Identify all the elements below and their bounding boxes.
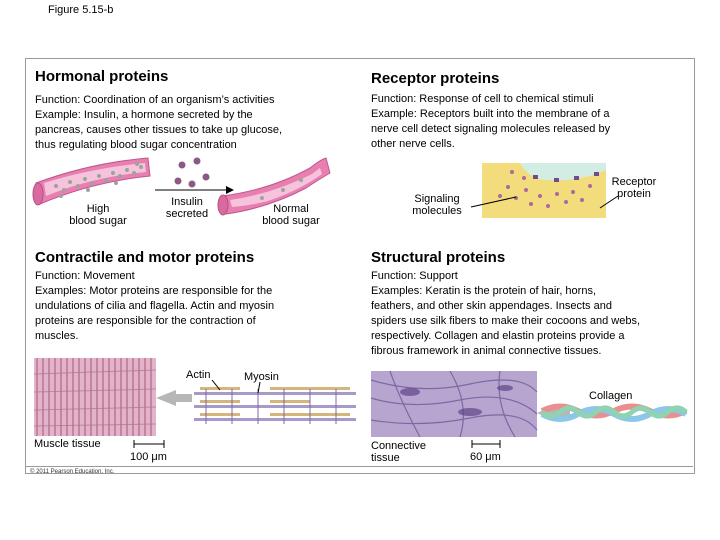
structural-example-line: Examples: Keratin is the protein of hair… [371, 285, 597, 297]
receptor-example-line: Example: Receptors built into the membra… [371, 108, 610, 120]
contractile-function: Function: Movement [35, 270, 135, 282]
actin-label: Actin [186, 369, 211, 381]
structural-text: Function: Support Examples: Keratin is t… [371, 269, 693, 359]
label-line: blood sugar [262, 215, 320, 227]
structural-example-line: fibrous framework in animal connective t… [371, 345, 602, 357]
label-line: blood sugar [69, 215, 127, 227]
contractile-example-line: proteins are responsible for the contrac… [35, 315, 256, 327]
contractile-example-line: Examples: Motor proteins are responsible… [35, 285, 273, 297]
high-blood-sugar-label: High blood sugar [58, 203, 138, 227]
label-line: protein [617, 188, 651, 200]
receptor-protein-label: Receptor protein [600, 176, 668, 200]
contractile-example-line: undulations of cilia and flagella. Actin… [35, 300, 275, 312]
contractile-example-line: muscles. [35, 330, 79, 342]
hormonal-example-line: Example: Insulin, a hormone secreted by … [35, 109, 253, 121]
figure-label: Figure 5.15-b [48, 4, 114, 16]
label-line: molecules [412, 205, 462, 217]
hormonal-function: Function: Coordination of an organism’s … [35, 94, 275, 106]
insulin-secreted-label: Insulin secreted [154, 196, 220, 220]
contractile-title: Contractile and motor proteins [35, 249, 255, 266]
myosin-label: Myosin [244, 371, 279, 383]
structural-example-line: feathers, and other skin appendages. Ins… [371, 300, 612, 312]
label-line: secreted [165, 208, 209, 220]
label-line: Insulin [171, 196, 203, 208]
structural-function: Function: Support [371, 270, 458, 282]
receptor-example-line: other nerve cells. [371, 138, 455, 150]
hormonal-title: Hormonal proteins [35, 68, 169, 85]
contractile-text: Function: Movement Examples: Motor prote… [35, 269, 355, 344]
collagen-label: Collagen [589, 390, 633, 402]
footer-divider [26, 466, 693, 467]
receptor-example-line: nerve cell detect signaling molecules re… [371, 123, 611, 135]
hormonal-example-line: thus regulating blood sugar concentratio… [35, 139, 237, 151]
connective-tissue-label: Connective tissue [371, 440, 426, 464]
receptor-text: Function: Response of cell to chemical s… [371, 92, 686, 152]
scale-100-label: 100 μm [130, 451, 167, 463]
label-line: Connective [371, 440, 427, 452]
signaling-molecules-label: Signaling molecules [402, 193, 472, 217]
label-line: Signaling [414, 193, 460, 205]
structural-title: Structural proteins [371, 249, 506, 266]
hormonal-example-line: pancreas, causes other tissues to take u… [35, 124, 283, 136]
receptor-title: Receptor proteins [371, 70, 500, 87]
muscle-tissue-label: Muscle tissue [34, 438, 101, 450]
label-line: tissue [371, 452, 400, 464]
structural-example-line: respectively. Collagen and elastin prote… [371, 330, 625, 342]
scale-60-label: 60 μm [470, 451, 501, 463]
label-line: Receptor [611, 176, 657, 188]
hormonal-text: Function: Coordination of an organism’s … [35, 93, 355, 153]
label-line: High [86, 203, 110, 215]
copyright-notice: © 2011 Pearson Education, Inc. [30, 469, 115, 475]
receptor-function: Function: Response of cell to chemical s… [371, 93, 594, 105]
label-line: Normal [273, 203, 309, 215]
structural-example-line: spiders use silk fibers to make their co… [371, 315, 641, 327]
normal-blood-sugar-label: Normal blood sugar [248, 203, 334, 227]
